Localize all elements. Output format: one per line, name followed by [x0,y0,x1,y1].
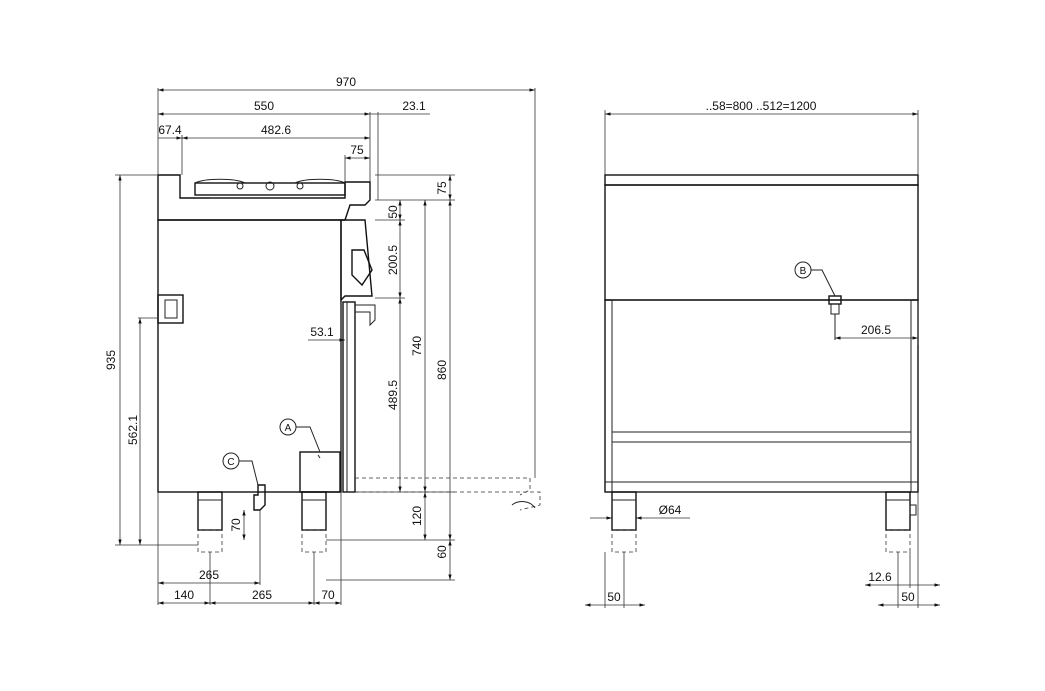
dim-935: 935 [104,350,118,370]
burner-grate [194,182,346,196]
dim-50-left: 50 [607,590,621,604]
callout-a: A [279,418,321,453]
control-knob [351,249,373,287]
svg-text:B: B [800,266,807,277]
dim-67-4: 67.4 [158,123,182,137]
dim-265-b: 265 [252,588,272,602]
callout-c: C [222,452,259,486]
gas-connector-b [828,295,842,340]
dimensions-side: 970 550 23.1 67.4 482.6 75 935 562.1 75 … [104,75,535,605]
dim-265-a: 265 [199,568,219,582]
door [342,301,356,493]
dim-width-range: ..58=800 ..512=1200 [706,99,817,113]
dim-550: 550 [254,99,274,113]
dimensions-front: ..58=800 ..512=1200 206.5 Ø64 50 12.6 50 [585,99,940,607]
dim-53-1: 53.1 [310,325,334,339]
dim-120: 120 [410,506,424,526]
side-bracket [157,294,184,324]
extension-lines-side [115,88,536,605]
extension-lines-front [604,110,919,608]
cabinet-body [157,219,541,511]
svg-text:A: A [285,423,292,434]
dim-140: 140 [174,588,194,602]
dim-dia-64: Ø64 [659,503,682,517]
drain-c [253,484,266,511]
dim-740: 740 [410,336,424,356]
legs-front [611,491,917,553]
dim-60: 60 [435,545,449,559]
burner-cap [265,181,275,191]
cooktop [157,174,371,221]
dim-50: 50 [386,205,400,219]
front-view: B ..58=800 ..512=1200 206.5 Ø64 50 12. [585,99,940,608]
dim-562-1: 562.1 [126,415,140,445]
dim-23-1: 23.1 [402,99,426,113]
dim-482-6: 482.6 [261,123,291,137]
dim-70-v: 70 [229,518,243,532]
dim-970: 970 [336,75,356,89]
dim-489-5: 489.5 [386,380,400,410]
callout-b: B [794,261,836,297]
dim-860: 860 [435,360,449,380]
dim-50-right: 50 [901,590,915,604]
dim-12-6: 12.6 [868,570,892,584]
dim-75-v: 75 [435,181,449,195]
legs-side [197,491,327,553]
dim-75-h: 75 [350,143,364,157]
door-handle [355,304,376,327]
dim-200-5: 200.5 [386,245,400,275]
svg-text:C: C [227,457,234,468]
dim-70-h: 70 [321,588,335,602]
dim-206-5: 206.5 [861,323,891,337]
front-body [604,174,919,493]
side-view: A C [104,75,541,605]
